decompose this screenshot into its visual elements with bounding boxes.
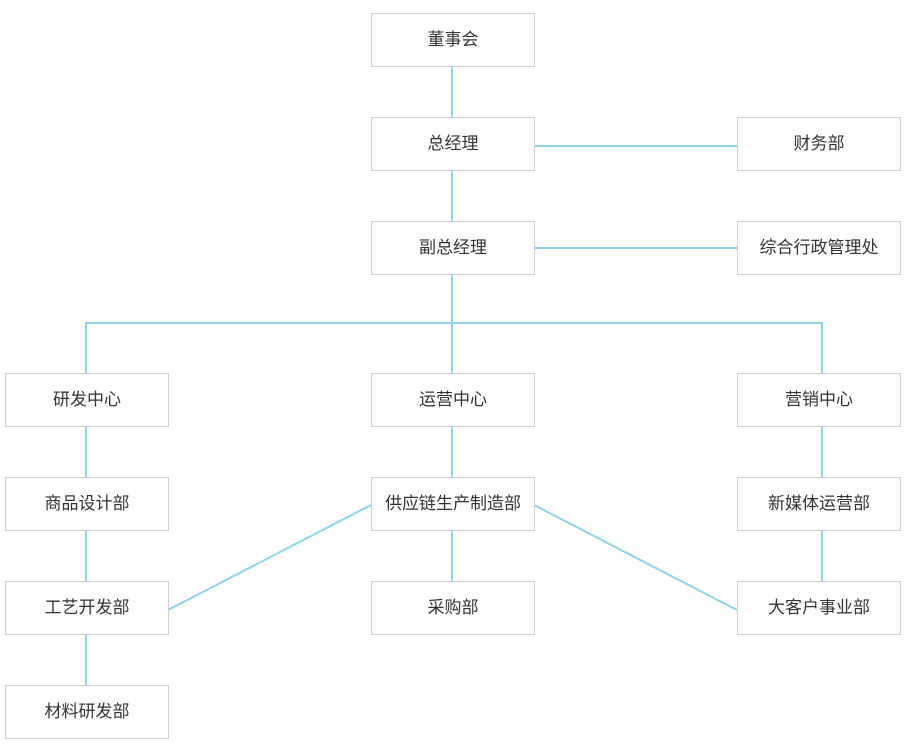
connector-supply-keyaccounts (533, 504, 738, 611)
node-label: 研发中心 (53, 390, 121, 410)
node-new-media: 新媒体运营部 (737, 477, 901, 531)
node-box (371, 117, 535, 171)
connector-horizontal-bus (85, 322, 823, 373)
node-finance: 财务部 (737, 117, 901, 171)
node-label: 运营中心 (419, 390, 487, 410)
node-box (5, 373, 169, 427)
node-label: 商品设计部 (45, 494, 130, 514)
node-label: 大客户事业部 (768, 598, 870, 618)
node-deputy-general-manager: 副总经理 (371, 221, 535, 275)
node-marketing-center: 营销中心 (737, 373, 901, 427)
node-box (5, 685, 169, 739)
connector-supply-craft (167, 504, 372, 611)
node-label: 营销中心 (785, 390, 853, 410)
node-board: 董事会 (371, 13, 535, 67)
node-supply-chain: 供应链生产制造部 (371, 477, 535, 531)
node-operations-center: 运营中心 (371, 373, 535, 427)
node-key-accounts: 大客户事业部 (737, 581, 901, 635)
node-label: 总经理 (428, 134, 479, 154)
node-box (737, 221, 901, 275)
node-box (737, 373, 901, 427)
node-box (737, 117, 901, 171)
connectors (85, 66, 823, 685)
node-label: 新媒体运营部 (768, 494, 870, 514)
node-label: 副总经理 (419, 238, 487, 258)
node-label: 财务部 (794, 134, 845, 154)
node-craft-development: 工艺开发部 (5, 581, 169, 635)
node-box (371, 221, 535, 275)
node-label: 工艺开发部 (45, 598, 130, 618)
node-label: 董事会 (428, 30, 479, 50)
node-box (371, 581, 535, 635)
node-box (737, 581, 901, 635)
node-box (371, 13, 535, 67)
node-box (5, 477, 169, 531)
node-box (5, 581, 169, 635)
node-label: 综合行政管理处 (760, 238, 879, 258)
node-label: 采购部 (428, 598, 479, 618)
node-rd-center: 研发中心 (5, 373, 169, 427)
node-box (371, 477, 535, 531)
node-label: 供应链生产制造部 (385, 494, 521, 514)
node-product-design: 商品设计部 (5, 477, 169, 531)
node-general-admin: 综合行政管理处 (737, 221, 901, 275)
node-general-manager: 总经理 (371, 117, 535, 171)
node-box (737, 477, 901, 531)
node-label: 材料研发部 (45, 702, 130, 722)
node-materials-rd: 材料研发部 (5, 685, 169, 739)
node-purchasing: 采购部 (371, 581, 535, 635)
node-box (371, 373, 535, 427)
